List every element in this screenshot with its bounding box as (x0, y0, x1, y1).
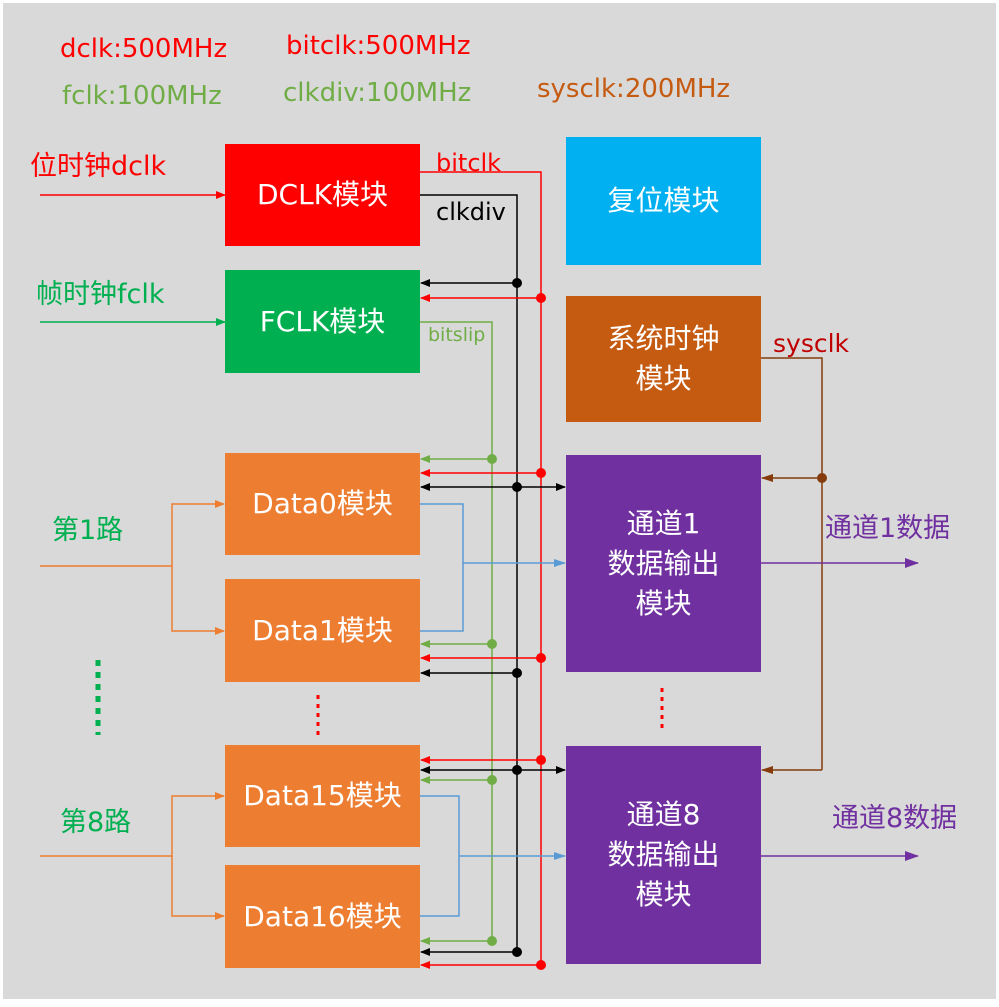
bitclk-freq-label: bitclk:500MHz (286, 31, 471, 61)
data1-module[interactable]: Data1模块 (225, 579, 420, 682)
junction-dot (536, 293, 546, 303)
lane8-input-line (40, 792, 225, 857)
clkdiv-signal-label: clkdiv (436, 198, 506, 226)
junction-dot (512, 765, 522, 775)
data15-module[interactable]: Data15模块 (225, 745, 420, 847)
fclk-module[interactable]: FCLK模块 (225, 270, 420, 373)
ch8-output-label: 通道8数据 (832, 803, 958, 834)
dclk-freq-label: dclk:500MHz (60, 34, 228, 64)
background-panel (3, 3, 996, 999)
bitclk-bus (420, 171, 542, 965)
sysclk-module[interactable]: 系统时钟 模块 (566, 296, 761, 422)
sysclk-bus (760, 357, 823, 770)
ch1-output-module[interactable]: 通道1 数据输出 模块 (566, 455, 761, 672)
bitslip-signal-label: bitslip (428, 324, 486, 346)
junction-dot (487, 936, 497, 946)
junction-dot (487, 639, 497, 649)
clkdiv-bus (420, 194, 518, 952)
lane1-branch-line (171, 566, 225, 635)
ch8-output-module[interactable]: 通道8 数据输出 模块 (566, 746, 761, 964)
data1-output-line (420, 563, 464, 632)
junction-dot (512, 668, 522, 678)
reset-module[interactable]: 复位模块 (566, 137, 761, 265)
lane8-label: 第8路 (60, 807, 132, 838)
junction-dot (536, 755, 546, 765)
fclk-input-label: 帧时钟fclk (36, 279, 165, 310)
dclk-module[interactable]: DCLK模块 (225, 144, 420, 246)
junction-dot (512, 278, 522, 288)
lane1-input-line (40, 500, 225, 567)
junction-dot (536, 468, 546, 478)
junction-dot (536, 960, 546, 970)
junction-dot (817, 473, 827, 483)
junction-dot (512, 482, 522, 492)
ch1-output-label: 通道1数据 (825, 513, 951, 544)
lane8-branch-line (171, 856, 225, 920)
sysclk-freq-label: sysclk:200MHz (537, 74, 731, 104)
dclk-input-label: 位时钟dclk (30, 151, 167, 182)
data0-output-line (420, 503, 464, 563)
junction-dot (487, 775, 497, 785)
junction-dot (512, 947, 522, 957)
data15-output-line (420, 795, 460, 856)
junction-dot (487, 454, 497, 464)
fclk-freq-label: fclk:100MHz (62, 81, 222, 111)
clkdiv-freq-label: clkdiv:100MHz (283, 78, 472, 108)
lane1-label: 第1路 (52, 515, 124, 546)
data16-output-line (420, 856, 460, 917)
bitclk-signal-label: bitclk (436, 149, 502, 177)
data0-module[interactable]: Data0模块 (225, 453, 420, 555)
data16-module[interactable]: Data16模块 (225, 865, 420, 968)
bitslip-bus (420, 321, 493, 941)
sysclk-signal-label: sysclk (773, 329, 850, 358)
junction-dot (536, 653, 546, 663)
